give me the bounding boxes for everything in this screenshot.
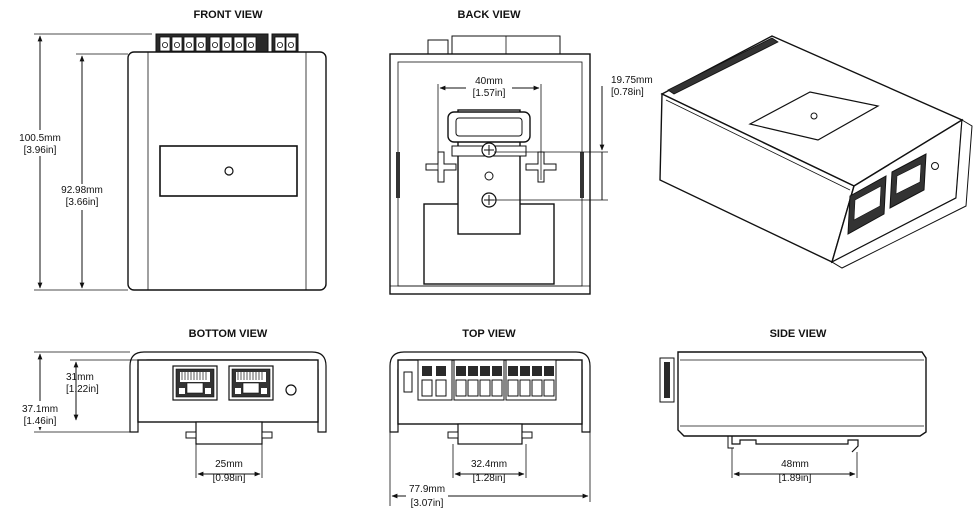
isometric-view <box>659 35 973 269</box>
bottom-led <box>285 384 297 396</box>
side-view: SIDE VIEW 48mm [1.89in] <box>659 328 927 484</box>
top-terminal-blocks <box>403 359 557 401</box>
front-height-in: [3.96in] <box>24 145 57 156</box>
bottom-height-mm: 31mm <box>66 372 94 383</box>
front-inner-height-mm: 92.98mm <box>61 185 103 196</box>
back-offset-in: [0.78in] <box>611 87 644 98</box>
front-view: FRONT VIEW 100.5mm [3.96in] 92.98mm [3.6… <box>14 9 327 291</box>
side-housing <box>677 351 927 437</box>
top-view-title: TOP VIEW <box>462 328 516 340</box>
bottom-total-height-in: [1.46in] <box>24 416 57 427</box>
bottom-total-height-mm: 37.1mm <box>22 404 58 415</box>
back-view-title: BACK VIEW <box>458 9 522 21</box>
bottom-height-in: [1.22in] <box>66 384 99 395</box>
top-view: TOP VIEW 32.4mm [1.28in] <box>389 328 591 510</box>
side-view-title: SIDE VIEW <box>770 328 827 340</box>
bottom-rj45-port-2 <box>228 365 274 401</box>
back-width-mm: 40mm <box>475 76 503 87</box>
front-led-indicator <box>224 166 234 176</box>
back-width-in: [1.57in] <box>473 88 506 99</box>
front-inner-height-in: [3.66in] <box>66 197 99 208</box>
back-offset-mm: 19.75mm <box>611 75 653 86</box>
top-width-mm: 77.9mm <box>409 484 445 495</box>
top-inner-width-mm: 32.4mm <box>471 459 507 470</box>
bottom-width-mm: 25mm <box>215 459 243 470</box>
bottom-rj45-port-1 <box>172 365 218 401</box>
top-width-in: [3.07in] <box>411 498 444 509</box>
front-height-mm: 100.5mm <box>19 133 61 144</box>
side-width-in: [1.89in] <box>779 473 812 484</box>
bottom-view-title: BOTTOM VIEW <box>189 328 268 340</box>
front-view-title: FRONT VIEW <box>193 9 263 21</box>
bottom-width-in: [0.98in] <box>213 473 246 484</box>
top-inner-width-in: [1.28in] <box>473 473 506 484</box>
front-terminal-blocks <box>155 33 299 53</box>
bottom-view: BOTTOM VIEW 31mm [1.22in] 37.1mm [1.46in… <box>16 328 327 484</box>
din-rail-clip <box>447 109 531 235</box>
back-view: BACK VIEW 40mm [1.5 <box>389 9 653 295</box>
side-width-mm: 48mm <box>781 459 809 470</box>
